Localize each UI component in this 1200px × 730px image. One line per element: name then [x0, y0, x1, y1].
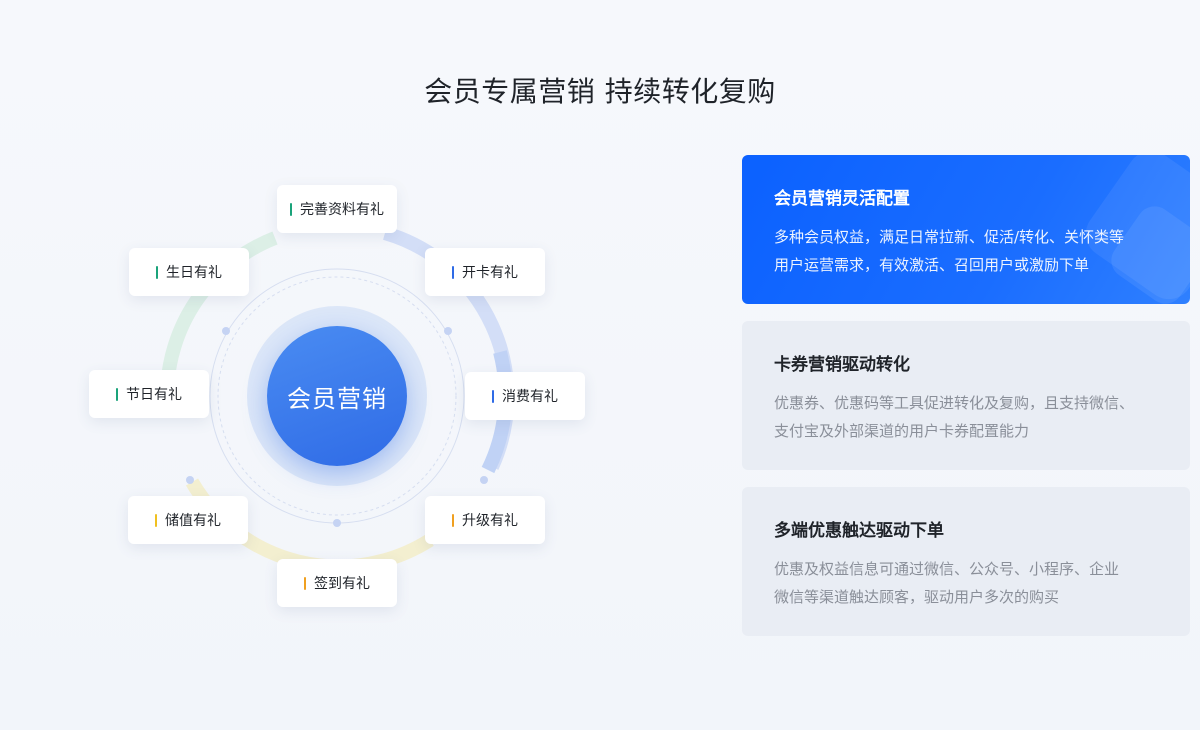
pill-bar	[155, 513, 157, 527]
ring-dot	[480, 476, 488, 484]
card-desc-line: 支付宝及外部渠道的用户卡券配置能力	[774, 422, 1030, 440]
feature-card-multi-channel[interactable]: 多端优惠触达驱动下单 优惠及权益信息可通过微信、公众号、小程序、企业 微信等渠道…	[742, 487, 1190, 636]
pill-open-card[interactable]: 开卡有礼	[425, 248, 545, 296]
pill-bar	[290, 202, 292, 216]
ring-dot	[186, 476, 194, 484]
pill-checkin[interactable]: 签到有礼	[277, 559, 397, 607]
pill-label: 生日有礼	[166, 265, 222, 281]
pill-bar	[452, 265, 454, 279]
pill-bar	[304, 576, 306, 590]
pill-label: 消费有礼	[502, 389, 558, 405]
pill-bar	[116, 387, 118, 401]
ring-segment-green	[160, 231, 278, 397]
ring-dot	[333, 519, 341, 527]
card-desc-line: 多种会员权益，满足日常拉新、促活/转化、关怀类等	[774, 228, 1125, 246]
pill-birthday[interactable]: 生日有礼	[129, 248, 249, 296]
pill-label: 储值有礼	[165, 513, 221, 529]
card-desc-line: 微信等渠道触达顾客，驱动用户多次的购买	[774, 588, 1060, 606]
center-circle: 会员营销	[267, 326, 407, 466]
pill-label: 升级有礼	[462, 513, 518, 529]
pill-label: 开卡有礼	[462, 265, 518, 281]
pill-bar	[452, 513, 454, 527]
card-desc-line: 优惠及权益信息可通过微信、公众号、小程序、企业	[774, 560, 1120, 578]
card-desc-line: 优惠券、优惠码等工具促进转化及复购，且支持微信、	[774, 394, 1135, 412]
center-label: 会员营销	[287, 384, 387, 413]
membership-diagram: 会员营销 完善资料有礼 开卡有礼 消费有礼 升级有礼 签到有礼 储值有礼 节日有…	[89, 185, 585, 607]
pill-upgrade[interactable]: 升级有礼	[425, 496, 545, 544]
pill-stored-value[interactable]: 储值有礼	[128, 496, 248, 544]
pill-bar	[156, 265, 158, 279]
card-title: 卡券营销驱动转化	[774, 355, 910, 375]
page-title: 会员专属营销 持续转化复购	[424, 75, 776, 108]
pill-label: 完善资料有礼	[300, 202, 384, 218]
feature-card-coupon-conversion[interactable]: 卡券营销驱动转化 优惠券、优惠码等工具促进转化及复购，且支持微信、 支付宝及外部…	[742, 321, 1190, 470]
pill-holiday[interactable]: 节日有礼	[89, 370, 209, 418]
pill-complete-profile[interactable]: 完善资料有礼	[277, 185, 397, 233]
inner-ring-dashed	[217, 276, 457, 516]
card-desc-line: 用户运营需求，有效激活、召回用户或激励下单	[774, 256, 1090, 274]
pill-label: 节日有礼	[126, 387, 182, 403]
feature-card-flexible-config[interactable]: 会员营销灵活配置 多种会员权益，满足日常拉新、促活/转化、关怀类等 用户运营需求…	[742, 155, 1190, 304]
card-title: 会员营销灵活配置	[774, 189, 910, 209]
pill-consumption[interactable]: 消费有礼	[465, 372, 585, 420]
ring-dot	[222, 327, 230, 335]
pill-label: 签到有礼	[314, 576, 370, 592]
ring-dot	[444, 327, 452, 335]
card-title: 多端优惠触达驱动下单	[774, 521, 944, 541]
pill-bar	[492, 389, 494, 403]
